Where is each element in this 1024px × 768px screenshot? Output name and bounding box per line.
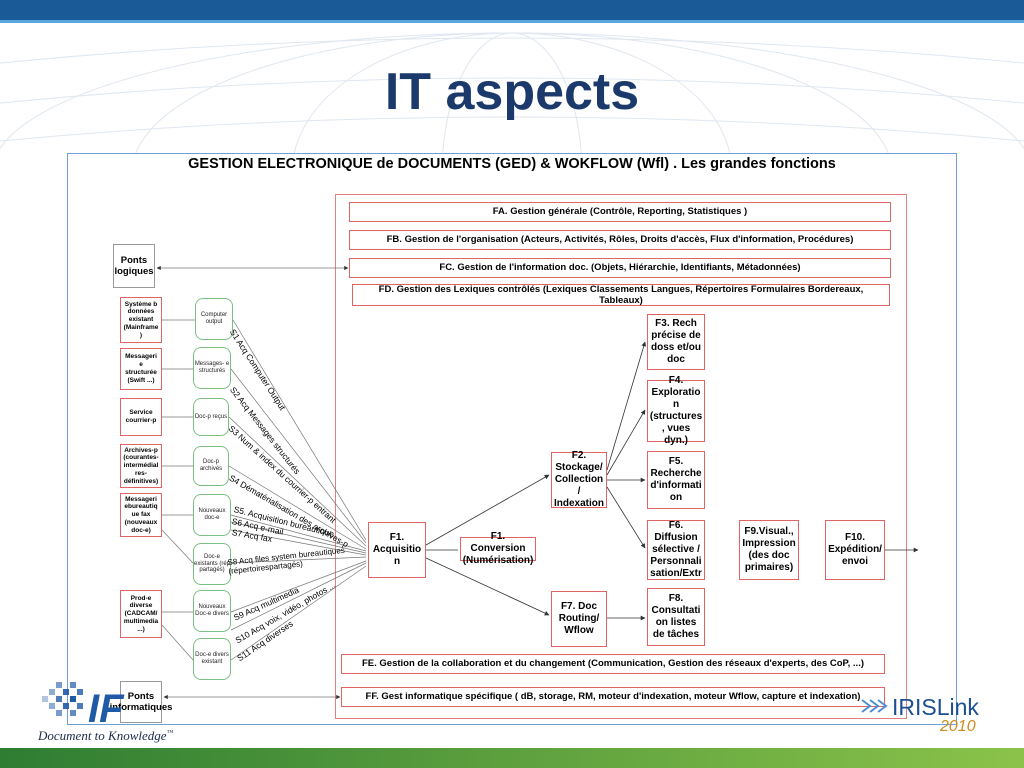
function-fe: FE. Gestion de la collaboration et du ch… (341, 654, 885, 674)
ponts-informatiques: Ponts informatiques (110, 681, 172, 723)
functions-area (335, 194, 907, 719)
source-messagerie-bureautique: Messageri ebureautiq ue fax (nouveaux do… (120, 493, 162, 537)
irislink-arrows-icon (861, 699, 888, 713)
document-to-knowledge-tagline: Document to Knowledge™ (38, 728, 174, 743)
process-f1-acquisition: F1. Acquisitio n (368, 522, 426, 578)
top-bar-accent (0, 20, 1024, 23)
bottom-bar (0, 748, 1024, 768)
process-f4-exploration: F4. Exploratio n (structures , vues dyn.… (647, 375, 705, 446)
source-archives: Archives-p (courantes- intermédial res- … (120, 444, 162, 488)
function-ff: FF. Gest informatique spécifique ( dB, s… (341, 687, 885, 707)
doc-messages-structures: Messages- e structurés (193, 347, 231, 389)
ponts-logiques: Ponts logiques (113, 244, 155, 288)
function-fa: FA. Gestion générale (Contrôle, Reportin… (349, 202, 891, 222)
process-f6-diffusion: F6. Diffusion sélective / Personnali sat… (647, 520, 705, 580)
diagram-title: GESTION ELECTRONIQUE de DOCUMENTS (GED) … (188, 156, 836, 172)
irislink-year: 2010 (940, 718, 976, 735)
process-f9-visualisation: F9.Visual., Impression (des doc primaire… (739, 520, 799, 580)
diagram-frame (67, 153, 957, 725)
process-f2-stockage: F2. Stockage/ Collection / Indexation (551, 450, 607, 509)
source-prod-diverse: Prod-e diverse (CADCAM/ multimedia ...) (120, 590, 162, 638)
doc-nouveaux-doc-e: Nouveaux doc-e (193, 494, 231, 536)
doc-p-archives: Doc-p archivés (193, 446, 229, 486)
process-f8-consultation: F8. Consultati on listes de tâches (647, 588, 705, 646)
source-systeme-bd: Système b données existant (Mainframe ) (120, 297, 162, 343)
process-f1-conversion: F1. Conversion (Numérisation) (460, 531, 536, 566)
process-f10-expedition: F10. Expédition/ envoi (825, 520, 885, 580)
doc-p-recus: Doc-p reçus (193, 398, 229, 436)
process-f3-recherche-precise: F3. Rech précise de doss et/ou doc (647, 314, 705, 370)
source-messagerie-structuree: Messageri e structurée (Swift ...) (120, 348, 162, 390)
irislink-brand: IRISLink (892, 694, 979, 720)
irislink-if-logo-icon: IF (42, 682, 125, 728)
function-fd: FD. Gestion des Lexiques contrôlés (Lexi… (352, 284, 890, 306)
function-fb: FB. Gestion de l'organisation (Acteurs, … (349, 230, 891, 250)
globe-background (0, 32, 1024, 153)
doc-e-existants: Doc-e existants (rép partagés) (193, 543, 231, 585)
process-f7-routing: F7. Doc Routing/ Wflow (551, 591, 607, 647)
function-fc: FC. Gestion de l'information doc. (Objet… (349, 258, 891, 278)
svg-text:IF: IF (88, 687, 125, 728)
doc-e-divers-existant: Doc-e divers existant (193, 638, 231, 680)
slide-title: IT aspects (384, 63, 640, 121)
source-service-courrier: Service courrier-p (120, 398, 162, 436)
doc-computer-output: Computer output (195, 298, 233, 340)
process-f5-recherche-info: F5. Recherche d'informati on (647, 451, 705, 509)
doc-nouveaux-divers: Nouveaux Doc-e divers (193, 590, 231, 632)
top-bar (0, 0, 1024, 20)
